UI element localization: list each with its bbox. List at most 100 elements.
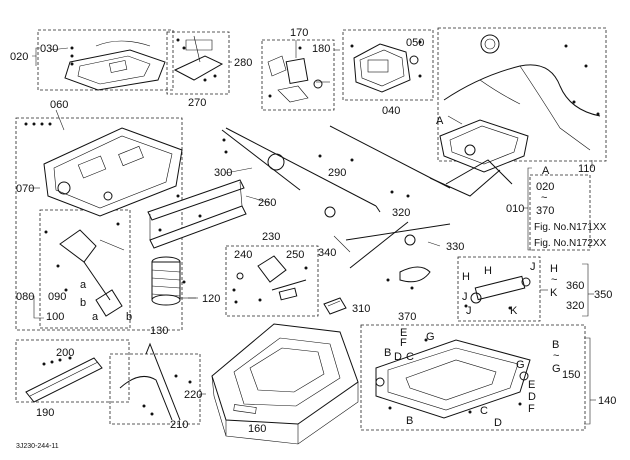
callout-250: 250 bbox=[286, 249, 304, 261]
callout-270: 270 bbox=[188, 97, 206, 109]
harness-110-illustration bbox=[443, 34, 601, 151]
marker-C-1: C bbox=[406, 351, 414, 363]
actuator-350-illustration bbox=[464, 275, 531, 310]
marker-J-1: J bbox=[530, 261, 536, 273]
callout-350: 350 bbox=[594, 289, 612, 301]
callout-160: 160 bbox=[248, 423, 266, 435]
seat-cushion-160-illustration bbox=[211, 323, 359, 445]
callout-180: 180 bbox=[312, 43, 330, 55]
callout-080: 080 bbox=[16, 291, 34, 303]
marker-F-2: F bbox=[528, 403, 535, 415]
range-010-fig2: Fig. No.N172XX bbox=[534, 238, 607, 249]
callout-110: 110 bbox=[578, 163, 596, 175]
range-350-bottom: K bbox=[550, 287, 558, 299]
range-150-note: B ~ G bbox=[552, 337, 596, 425]
callout-310: 310 bbox=[352, 303, 370, 315]
callout-170: 170 bbox=[290, 27, 308, 39]
marker-K: K bbox=[510, 305, 518, 317]
range-350-tilde: ~ bbox=[551, 274, 557, 286]
callouts: 020 030 270 280 170 180 050 040 060 070 … bbox=[10, 27, 616, 435]
callout-340: 340 bbox=[318, 247, 336, 259]
callout-330: 330 bbox=[446, 241, 464, 253]
callout-260: 260 bbox=[258, 197, 276, 209]
callout-190: 190 bbox=[36, 407, 54, 419]
marker-b-upper: b bbox=[80, 297, 86, 309]
callout-140: 140 bbox=[598, 395, 616, 407]
callout-220: 220 bbox=[184, 389, 202, 401]
range-150-tilde: ~ bbox=[553, 350, 559, 362]
callout-360: 360 bbox=[566, 280, 584, 292]
bracket-270-illustration bbox=[173, 35, 224, 82]
callout-020: 020 bbox=[10, 51, 28, 63]
marker-B-2: B bbox=[406, 415, 413, 427]
callout-120: 120 bbox=[202, 293, 220, 305]
seat-pan-illustration bbox=[49, 40, 166, 91]
callout-040: 040 bbox=[382, 105, 400, 117]
marker-B-1: B bbox=[384, 347, 391, 359]
marker-E-2: E bbox=[528, 379, 535, 391]
callout-230: 230 bbox=[262, 231, 280, 243]
callout-280: 280 bbox=[234, 57, 252, 69]
switch-180-illustration bbox=[267, 40, 323, 103]
callout-300: 300 bbox=[214, 167, 232, 179]
callout-090: 090 bbox=[48, 291, 66, 303]
marker-E-1: E bbox=[400, 327, 407, 339]
marker-D-1: D bbox=[394, 351, 402, 363]
range-350-note: H ~ K bbox=[540, 263, 594, 317]
clip-310-illustration bbox=[323, 297, 347, 315]
callout-320-upper: 320 bbox=[392, 207, 410, 219]
marker-F-1: F bbox=[400, 337, 407, 349]
marker-G-2: G bbox=[516, 359, 525, 371]
suspension-base-A-illustration bbox=[429, 115, 529, 197]
callout-100: 100 bbox=[46, 311, 64, 323]
seat-frame-060-illustration bbox=[24, 109, 183, 217]
marker-b-lower: b bbox=[126, 311, 132, 323]
marker-D-2: D bbox=[528, 391, 536, 403]
range-010-top: 020 bbox=[536, 181, 554, 193]
marker-H-1: H bbox=[462, 271, 470, 283]
range-010-bottom: 370 bbox=[536, 205, 554, 217]
callout-240: 240 bbox=[234, 249, 252, 261]
callout-150: 150 bbox=[562, 369, 580, 381]
mechanism-240-illustration bbox=[232, 255, 308, 304]
range-150-bottom: G bbox=[552, 363, 561, 375]
leader-lines bbox=[30, 47, 593, 395]
marker-H-2: H bbox=[484, 265, 492, 277]
slide-frame-150-illustration bbox=[375, 338, 531, 419]
marker-J-2: J bbox=[462, 291, 468, 303]
range-150-top: B bbox=[552, 339, 559, 351]
lever-080-illustration bbox=[44, 222, 125, 317]
marker-G-1: G bbox=[426, 331, 435, 343]
marker-D-3: D bbox=[494, 417, 502, 429]
callout-050: 050 bbox=[406, 37, 424, 49]
callout-200: 200 bbox=[56, 347, 74, 359]
callout-290: 290 bbox=[328, 167, 346, 179]
callout-210: 210 bbox=[170, 419, 188, 431]
spring-130-illustration bbox=[151, 256, 196, 306]
callout-030: 030 bbox=[40, 43, 58, 55]
rails-260-illustration bbox=[147, 179, 247, 249]
marker-J-3: J bbox=[466, 305, 472, 317]
group-boxes bbox=[15, 27, 607, 431]
figure-code: 3J230-244-11 bbox=[16, 443, 59, 450]
marker-A: A bbox=[436, 115, 444, 127]
callout-010: 010 bbox=[506, 203, 524, 215]
callout-320-lower: 320 bbox=[566, 300, 584, 312]
callout-370-lower: 370 bbox=[398, 311, 416, 323]
range-010-tilde: ~ bbox=[541, 192, 547, 204]
rods-illustration bbox=[221, 125, 451, 290]
letter-markers: A a b a b H H J J J K E F G B D C G E D … bbox=[80, 115, 536, 429]
callout-070: 070 bbox=[16, 183, 34, 195]
range-010-fig1: Fig. No.N171XX bbox=[534, 222, 607, 233]
armrest-190-illustration bbox=[25, 356, 103, 403]
marker-a-upper: a bbox=[80, 279, 87, 291]
callout-130: 130 bbox=[150, 325, 168, 337]
range-350-top: H bbox=[550, 263, 558, 275]
suspension-050-illustration bbox=[350, 40, 422, 93]
range-010-note: A 020 ~ 370 Fig. No.N171XX Fig. No.N172X… bbox=[524, 165, 607, 251]
callout-060: 060 bbox=[50, 99, 68, 111]
marker-a-lower: a bbox=[92, 311, 99, 323]
lever-210-illustration bbox=[119, 342, 192, 421]
range-010-letter: A bbox=[542, 165, 550, 177]
